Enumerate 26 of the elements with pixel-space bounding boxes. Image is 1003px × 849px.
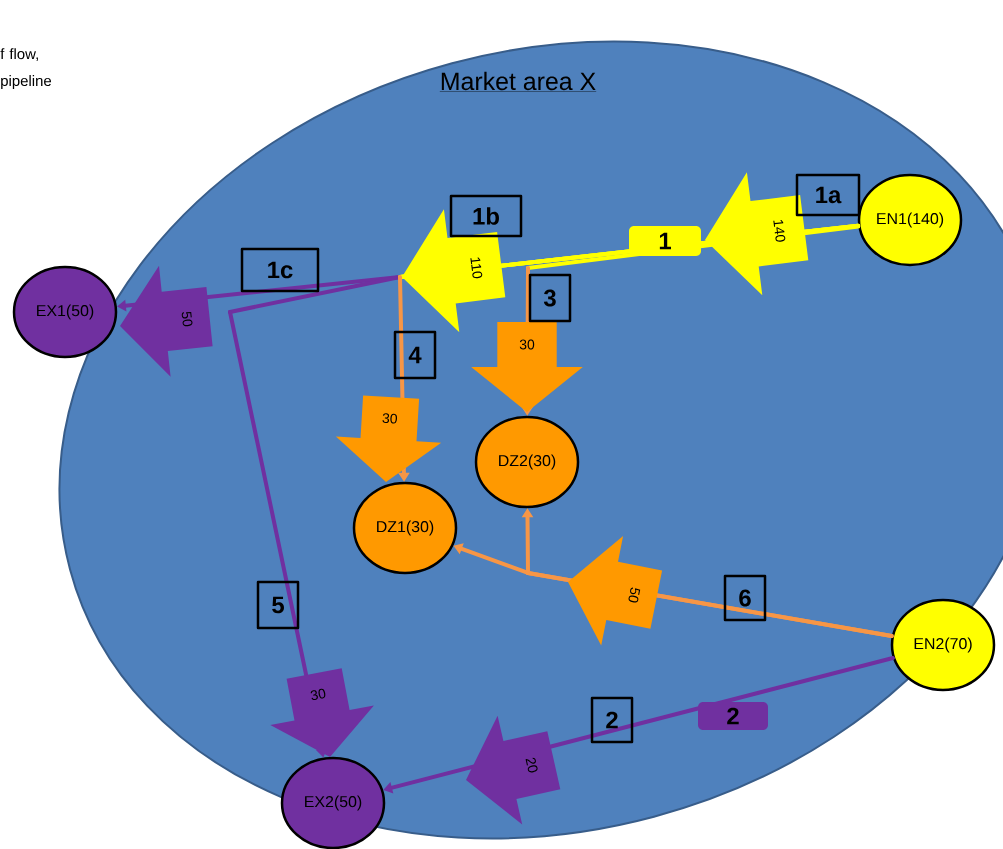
pipe-label: 1	[629, 226, 701, 256]
callout-number: 2	[590, 696, 634, 744]
flow-node: EN1(140)	[857, 173, 963, 267]
callout-number: 6	[723, 574, 767, 622]
flow-node: DZ1(30)	[352, 481, 458, 575]
flow-value: 30	[519, 339, 535, 350]
flow-node: EX2(50)	[280, 756, 386, 849]
callout-number: 1c	[240, 247, 320, 293]
flow-value: 30	[382, 413, 398, 424]
note-text: f flow, pipeline	[0, 48, 52, 89]
flow-node: EX1(50)	[12, 265, 118, 359]
flow-node: DZ2(30)	[474, 415, 580, 509]
flow-node: EN2(70)	[890, 598, 996, 692]
flow-value: 140	[773, 220, 786, 242]
flow-value: 20	[525, 757, 538, 773]
flow-value: 110	[470, 257, 483, 279]
area-title: Market area X	[439, 71, 597, 92]
callout-number: 1b	[449, 194, 523, 238]
edge-label: 2	[698, 702, 768, 730]
callout-number: 5	[256, 580, 300, 630]
flow-value: 30	[310, 688, 326, 701]
flow-value: 50	[181, 311, 193, 327]
callout-number: 3	[528, 273, 572, 323]
flow-value: 50	[628, 587, 641, 603]
callout-number: 1a	[795, 173, 861, 217]
callout-number: 4	[393, 330, 437, 380]
